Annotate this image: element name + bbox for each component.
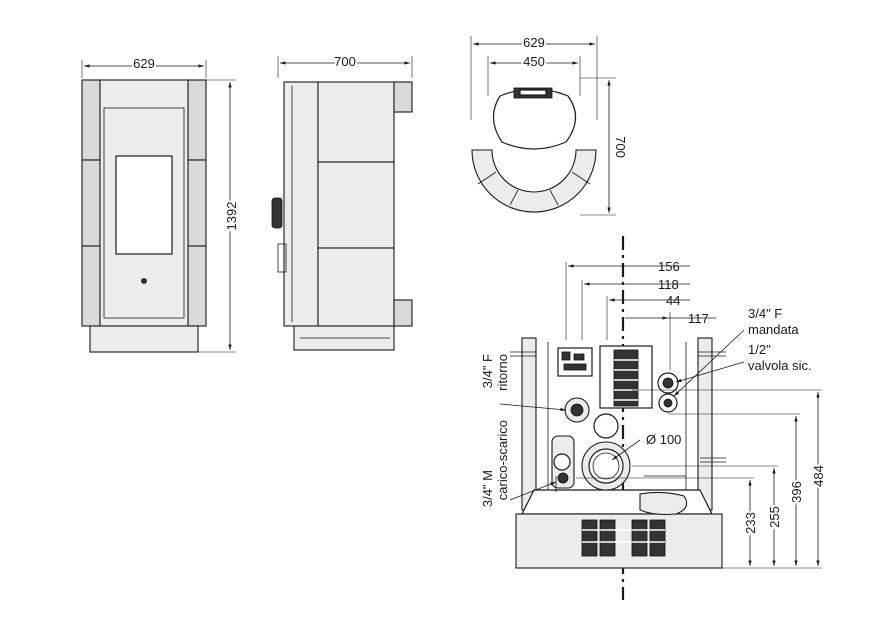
side-body-front bbox=[283, 81, 319, 327]
side-depth-label: 700 bbox=[334, 54, 356, 69]
rear-right-frame bbox=[697, 337, 713, 511]
logo-badge bbox=[141, 278, 147, 284]
carico-leader bbox=[509, 481, 557, 501]
valvola-label: valvola sic. bbox=[748, 358, 812, 373]
mandata-label: mandata bbox=[748, 322, 799, 337]
valvola-size-label: 1/2" bbox=[748, 342, 771, 357]
front-base bbox=[89, 325, 199, 353]
front-cladding-panel bbox=[81, 159, 101, 247]
dim-255-label: 255 bbox=[767, 506, 782, 528]
side-rear-bracket bbox=[393, 81, 413, 113]
ritorno-size-label: 3/4" F bbox=[480, 354, 495, 388]
mandata-leader bbox=[673, 329, 745, 397]
side-view: 700 bbox=[271, 52, 413, 351]
ritorno-label: ritorno bbox=[495, 354, 510, 391]
top-cladding-ring bbox=[471, 149, 597, 213]
dim-44-label: 44 bbox=[666, 293, 680, 308]
rear-base bbox=[515, 513, 723, 569]
front-glass-window bbox=[115, 155, 173, 255]
dim-117-label: 117 bbox=[688, 311, 709, 326]
dim-118-label: 118 bbox=[658, 277, 679, 292]
front-cladding-panel bbox=[81, 245, 101, 327]
rear-ash-tray bbox=[639, 491, 688, 516]
auxiliary-port bbox=[593, 413, 619, 439]
rear-view: 156 118 44 117 bbox=[480, 236, 828, 600]
flue-leader bbox=[611, 439, 641, 461]
front-cladding-panel bbox=[187, 245, 207, 327]
rear-left-frame bbox=[521, 337, 537, 511]
ritorno-leader bbox=[499, 403, 567, 412]
dim-156-label: 156 bbox=[658, 259, 680, 274]
carico-label: carico-scarico bbox=[495, 420, 510, 500]
front-cladding-panel bbox=[187, 79, 207, 161]
front-cladding-panel bbox=[187, 159, 207, 247]
front-view: 629 1392 bbox=[81, 54, 241, 353]
mandata-size-label: 3/4" F bbox=[748, 306, 782, 321]
top-inner-width-label: 450 bbox=[523, 54, 545, 69]
side-cladding-panel bbox=[317, 247, 395, 327]
side-door-handle bbox=[271, 197, 283, 229]
dim-233-label: 233 bbox=[743, 512, 758, 534]
top-depth-label: 700 bbox=[613, 136, 628, 158]
carico-size-label: 3/4" M bbox=[480, 470, 495, 507]
side-cladding-panel bbox=[317, 81, 395, 163]
front-width-label: 629 bbox=[133, 56, 155, 71]
top-view: 629 450 700 bbox=[470, 33, 630, 216]
flue-diameter-label: Ø 100 bbox=[646, 432, 681, 447]
valvola-leader bbox=[675, 361, 745, 383]
side-cladding-panel bbox=[317, 161, 395, 249]
dim-396-label: 396 bbox=[789, 481, 804, 503]
top-width-label: 629 bbox=[523, 35, 545, 50]
rear-vent-grille bbox=[581, 519, 666, 557]
dim-484-label: 484 bbox=[811, 465, 826, 487]
front-height-label: 1392 bbox=[224, 202, 239, 231]
front-cladding-panel bbox=[81, 79, 101, 161]
side-rear-bracket bbox=[393, 299, 413, 327]
